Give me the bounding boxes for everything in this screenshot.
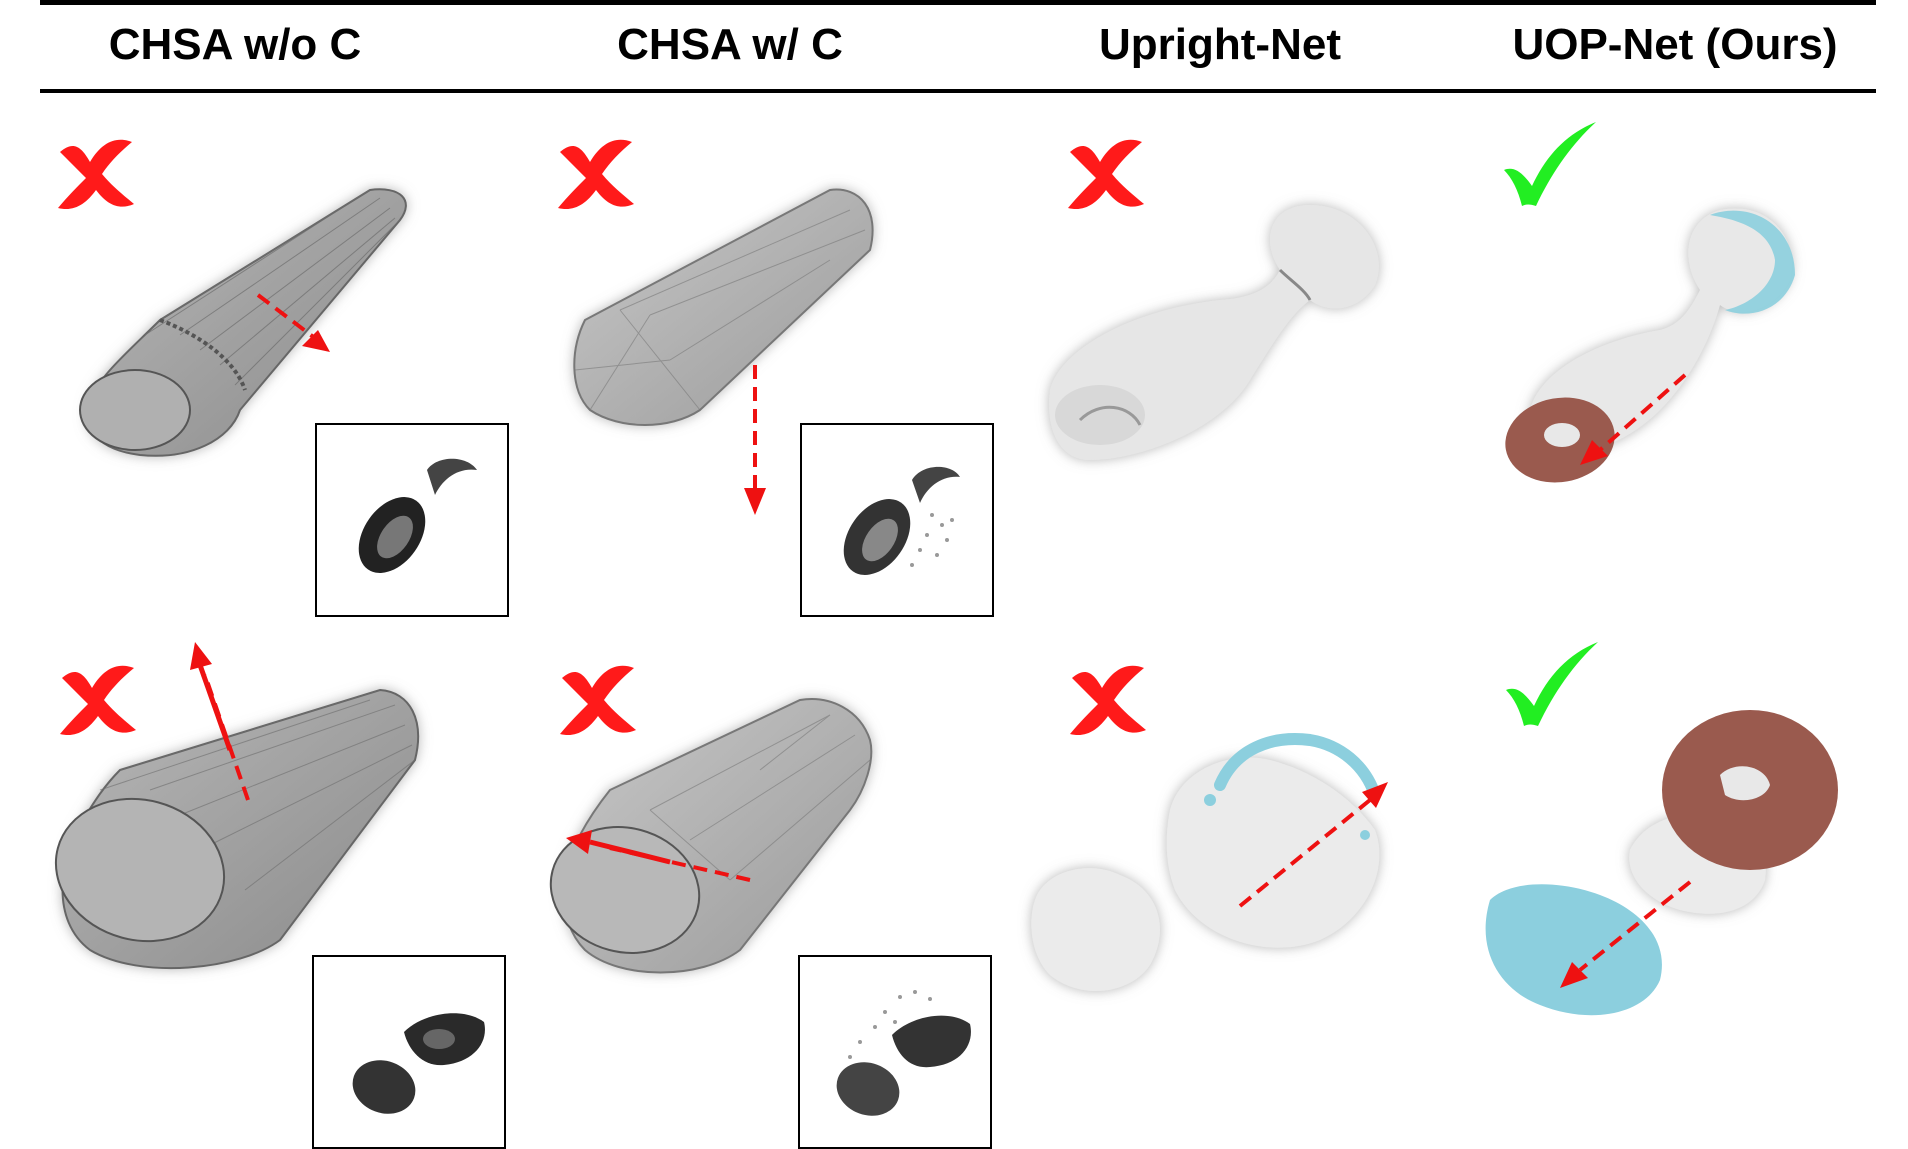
column-header-chsa-w-c: CHSA w/ C [617, 20, 843, 69]
cell-r1-chsa-w-c [530, 110, 1000, 630]
cell-r1-chsa-wo-c [40, 110, 510, 630]
convex-hull-mesh [79, 188, 407, 457]
point-cloud-with-support [1031, 733, 1388, 992]
table-top-rule [40, 0, 1876, 5]
cell-r1-upright-net [1020, 110, 1490, 630]
cell-r2-upright-net [1020, 620, 1490, 1140]
table-header-rule [40, 89, 1876, 93]
inset-point-cloud [800, 423, 994, 617]
inset-point-cloud [798, 955, 992, 1149]
point-cloud-with-support [1505, 208, 1795, 483]
point-cloud [1049, 205, 1379, 460]
cell-r2-chsa-w-c [530, 620, 1000, 1149]
convex-hull-mesh [549, 698, 873, 974]
inset-point-cloud [312, 955, 506, 1149]
column-header-upright-net: Upright-Net [1099, 20, 1341, 69]
column-header-chsa-wo-c: CHSA w/o C [108, 20, 362, 69]
cell-r2-chsa-wo-c [40, 620, 510, 1149]
cell-r1-uop-net [1430, 110, 1900, 630]
cell-r2-uop-net [1430, 620, 1900, 1140]
column-header-uop-net: UOP-Net (Ours) [1512, 20, 1838, 69]
convex-hull-mesh [54, 642, 420, 970]
inset-point-cloud [315, 423, 509, 617]
point-cloud-with-support [1485, 710, 1838, 1016]
convex-hull-mesh [573, 188, 874, 515]
